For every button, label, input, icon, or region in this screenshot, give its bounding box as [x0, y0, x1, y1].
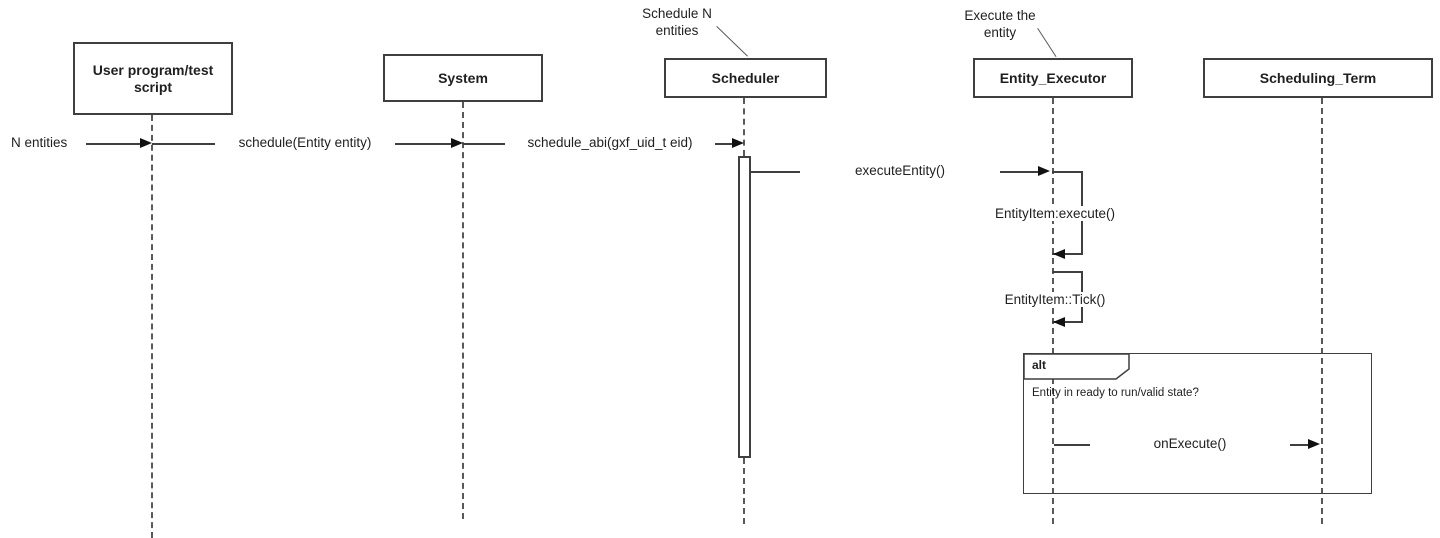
lifeline-system: [462, 102, 464, 519]
message-label-entity-item-tick: EntityItem::Tick(): [962, 292, 1148, 307]
actor-label: Entity_Executor: [999, 69, 1107, 86]
actor-box-system: System: [383, 54, 543, 102]
alt-operator-label: alt: [1032, 358, 1047, 372]
message-label-execute-entity: executeEntity(): [800, 163, 1000, 178]
message-label-n-entities: N entities: [11, 135, 68, 150]
lifeline-scheduling-term: [1321, 98, 1323, 524]
arrowhead-right-icon: [1308, 439, 1320, 449]
arrowhead-right-icon: [1038, 166, 1050, 176]
actor-label: User program/test script: [92, 61, 214, 95]
annotation-line: Schedule N: [642, 6, 712, 21]
alt-fragment: alt Entity in ready to run/valid state?: [1023, 353, 1372, 494]
actor-box-entity-executor: Entity_Executor: [973, 58, 1133, 98]
message-label-schedule: schedule(Entity entity): [215, 135, 395, 150]
actor-box-scheduling-term: Scheduling_Term: [1203, 58, 1433, 98]
message-label-on-execute: onExecute(): [1090, 436, 1290, 451]
activation-bar-scheduler: [738, 156, 751, 458]
actor-label: System: [438, 69, 488, 86]
annotation-execute-the-entity: Execute the entity: [938, 7, 1062, 41]
lifeline-entity-executor: [1052, 98, 1054, 524]
actor-box-scheduler: Scheduler: [664, 58, 827, 98]
actor-label: Scheduler: [711, 69, 780, 86]
lifeline-user-program: [151, 115, 153, 538]
arrowhead-right-icon: [451, 138, 463, 148]
annotation-line: entities: [655, 23, 699, 38]
annotation-line: entity: [983, 25, 1017, 40]
arrowhead-right-icon: [140, 138, 152, 148]
lifeline-scheduler: [743, 98, 745, 156]
annotation-line: Execute the: [964, 8, 1036, 23]
arrowhead-right-icon: [732, 138, 744, 148]
message-label-entity-item-execute: EntityItem:execute(): [962, 206, 1148, 221]
alt-operator-pentagon: [1023, 353, 1130, 380]
actor-box-user-program: User program/test script: [73, 42, 233, 115]
arrowhead-left-icon: [1053, 317, 1065, 327]
lifeline-scheduler: [743, 458, 745, 524]
message-label-schedule-abi: schedule_abi(gxf_uid_t eid): [505, 135, 715, 150]
arrowhead-left-icon: [1053, 249, 1065, 259]
actor-label: Scheduling_Term: [1259, 69, 1377, 86]
alt-guard-label: Entity in ready to run/valid state?: [1032, 387, 1199, 399]
message-line: [86, 143, 140, 145]
annotation-schedule-n-entities: Schedule N entities: [612, 5, 742, 39]
